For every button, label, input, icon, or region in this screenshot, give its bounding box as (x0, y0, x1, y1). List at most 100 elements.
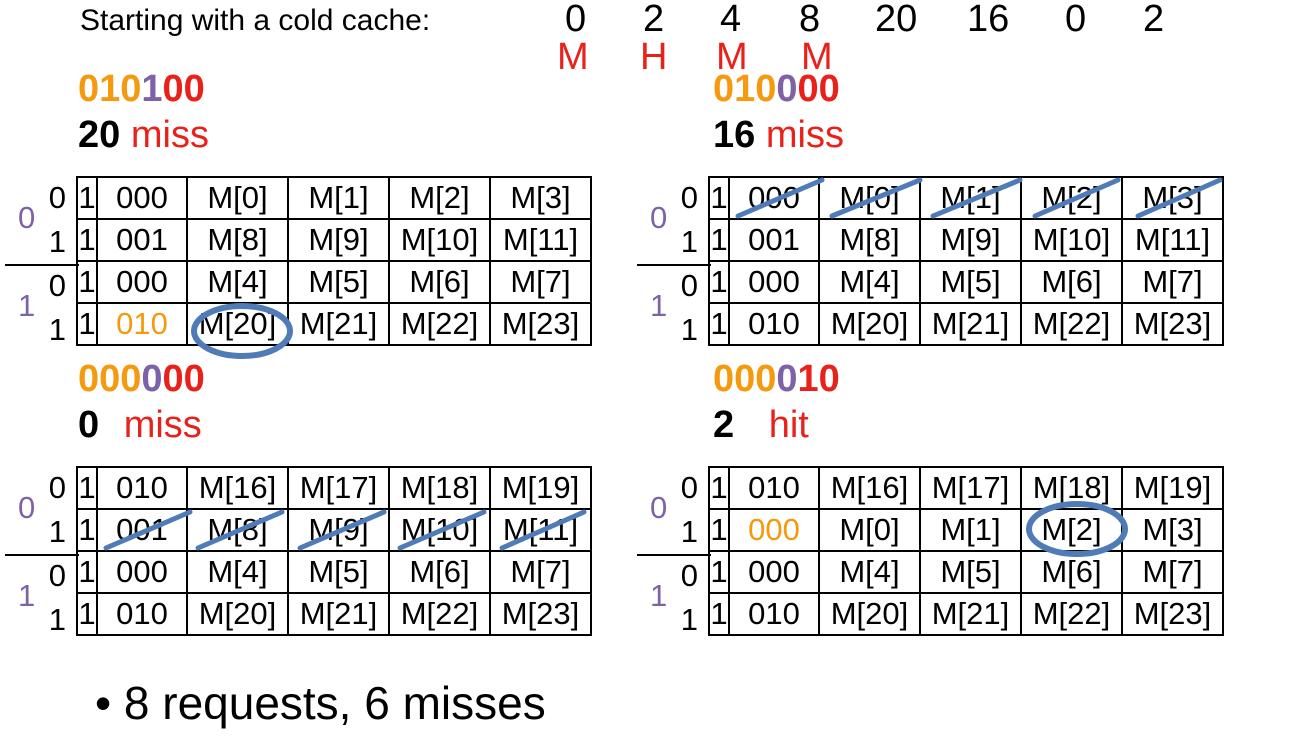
data-cell: M[6] (1020, 260, 1123, 304)
cache-line: 1 001 M[8] M[9] M[10] M[11] (76, 218, 592, 262)
cache-line: 1 010 M[20] M[21] M[22] M[23] (708, 592, 1224, 636)
result-mark: M (716, 36, 748, 78)
tag-bits: 010 (78, 68, 142, 110)
data-cell: M[2] (388, 176, 491, 220)
valid-bit: 1 (708, 550, 730, 594)
data-cell: M[18] (1020, 466, 1123, 510)
request-line: 0 miss (78, 404, 202, 447)
cache-line: 1 001 M[8] M[9] M[10] M[11] (708, 218, 1224, 262)
data-cell: M[0] (818, 508, 921, 552)
valid-bit: 1 (708, 466, 730, 510)
data-cell: M[20] (186, 302, 289, 346)
data-cell: M[7] (1121, 550, 1224, 594)
cache-line: 1 010 M[20] M[21] M[22] M[23] (708, 302, 1224, 346)
sequence-item: 8 (799, 0, 821, 40)
valid-bit: 1 (76, 218, 98, 262)
way-label: 0 (680, 268, 698, 303)
cache-line: 1 010 M[16] M[17] M[18] M[19] (708, 466, 1224, 510)
cache-line: 1 000 M[0] M[1] M[2] M[3] (708, 508, 1224, 552)
offset-bits: 10 (797, 358, 840, 400)
cache-line: 1 000 M[4] M[5] M[6] M[7] (76, 550, 592, 594)
valid-bit: 1 (708, 176, 730, 220)
valid-bit: 1 (708, 260, 730, 304)
tag-cell: 001 (728, 218, 820, 262)
data-cell: M[16] (818, 466, 921, 510)
way-label: 0 (680, 180, 698, 215)
sequence-item: 0 (565, 0, 587, 40)
data-cell: M[8] (818, 218, 921, 262)
cache-line: 1 010 M[20] M[21] M[22] M[23] (76, 592, 592, 636)
data-cell: M[10] (1020, 218, 1123, 262)
data-cell: M[0] (186, 176, 289, 220)
data-cell: M[23] (489, 302, 592, 346)
data-cell: M[17] (919, 466, 1022, 510)
tag-cell-updated: 000 (728, 508, 820, 552)
set-divider (637, 264, 711, 266)
sequence-item: 20 (875, 0, 918, 40)
way-label: 0 (48, 470, 66, 505)
valid-bit: 1 (76, 176, 98, 220)
summary-text: 8 requests, 6 misses (123, 677, 546, 729)
result-mark: M (557, 36, 589, 78)
data-cell: M[10] (388, 218, 491, 262)
summary-bullet: • 8 requests, 6 misses (95, 677, 546, 729)
valid-bit: 1 (708, 592, 730, 636)
valid-bit: 1 (76, 550, 98, 594)
data-cell: M[0] (818, 176, 921, 220)
tag-cell: 000 (96, 550, 188, 594)
request-address: 16 (713, 114, 756, 156)
request-line: 2 hit (713, 404, 809, 447)
way-label: 1 (48, 312, 66, 347)
data-cell: M[8] (186, 508, 289, 552)
data-cell: M[19] (1121, 466, 1224, 510)
data-cell: M[20] (818, 592, 921, 636)
data-cell: M[4] (818, 260, 921, 304)
tag-cell: 000 (728, 260, 820, 304)
cache-table: 1 000 M[0] M[1] M[2] M[3] 1 001 M[8] M[9… (708, 176, 1224, 346)
way-label: 1 (680, 602, 698, 637)
data-cell: M[21] (919, 302, 1022, 346)
address-bits: 010000 (713, 68, 840, 111)
data-cell: M[7] (489, 550, 592, 594)
request-result: miss (130, 114, 209, 156)
result-mark: M (801, 36, 833, 78)
set-divider (637, 554, 711, 556)
data-cell: M[7] (489, 260, 592, 304)
address-bits: 010100 (78, 68, 205, 111)
result-mark: H (640, 36, 668, 78)
data-cell: M[1] (919, 508, 1022, 552)
set-divider (5, 264, 79, 266)
address-bits: 000000 (78, 358, 205, 401)
way-label: 1 (680, 312, 698, 347)
data-cell: M[2] (1020, 176, 1123, 220)
data-cell: M[16] (186, 466, 289, 510)
valid-bit: 1 (76, 260, 98, 304)
data-cell: M[23] (489, 592, 592, 636)
request-result: hit (768, 404, 809, 446)
index-bits: 0 (776, 68, 798, 110)
request-result: miss (123, 404, 202, 446)
way-label: 1 (680, 514, 698, 549)
tag-cell: 010 (728, 592, 820, 636)
set-label: 1 (650, 288, 668, 323)
data-cell: M[21] (287, 592, 390, 636)
tag-cell: 001 (96, 508, 188, 552)
data-cell: M[4] (186, 260, 289, 304)
valid-bit: 1 (708, 218, 730, 262)
cache-line: 1 010 M[20] M[21] M[22] M[23] (76, 302, 592, 346)
valid-bit: 1 (76, 302, 98, 346)
set-label: 0 (650, 490, 668, 525)
tag-bits: 010 (713, 68, 777, 110)
set-label: 0 (18, 200, 36, 235)
cache-table: 1 000 M[0] M[1] M[2] M[3] 1 001 M[8] M[9… (76, 176, 592, 346)
way-label: 0 (48, 180, 66, 215)
data-cell: M[9] (287, 508, 390, 552)
cache-line: 1 000 M[4] M[5] M[6] M[7] (76, 260, 592, 304)
way-label: 0 (680, 470, 698, 505)
data-cell: M[11] (1121, 218, 1224, 262)
cache-line: 1 000 M[4] M[5] M[6] M[7] (708, 260, 1224, 304)
cache-line: 1 001 M[8] M[9] M[10] M[11] (76, 508, 592, 552)
intro-text: Starting with a cold cache: (80, 4, 431, 37)
request-address: 2 (713, 404, 735, 446)
request-result: miss (765, 114, 844, 156)
